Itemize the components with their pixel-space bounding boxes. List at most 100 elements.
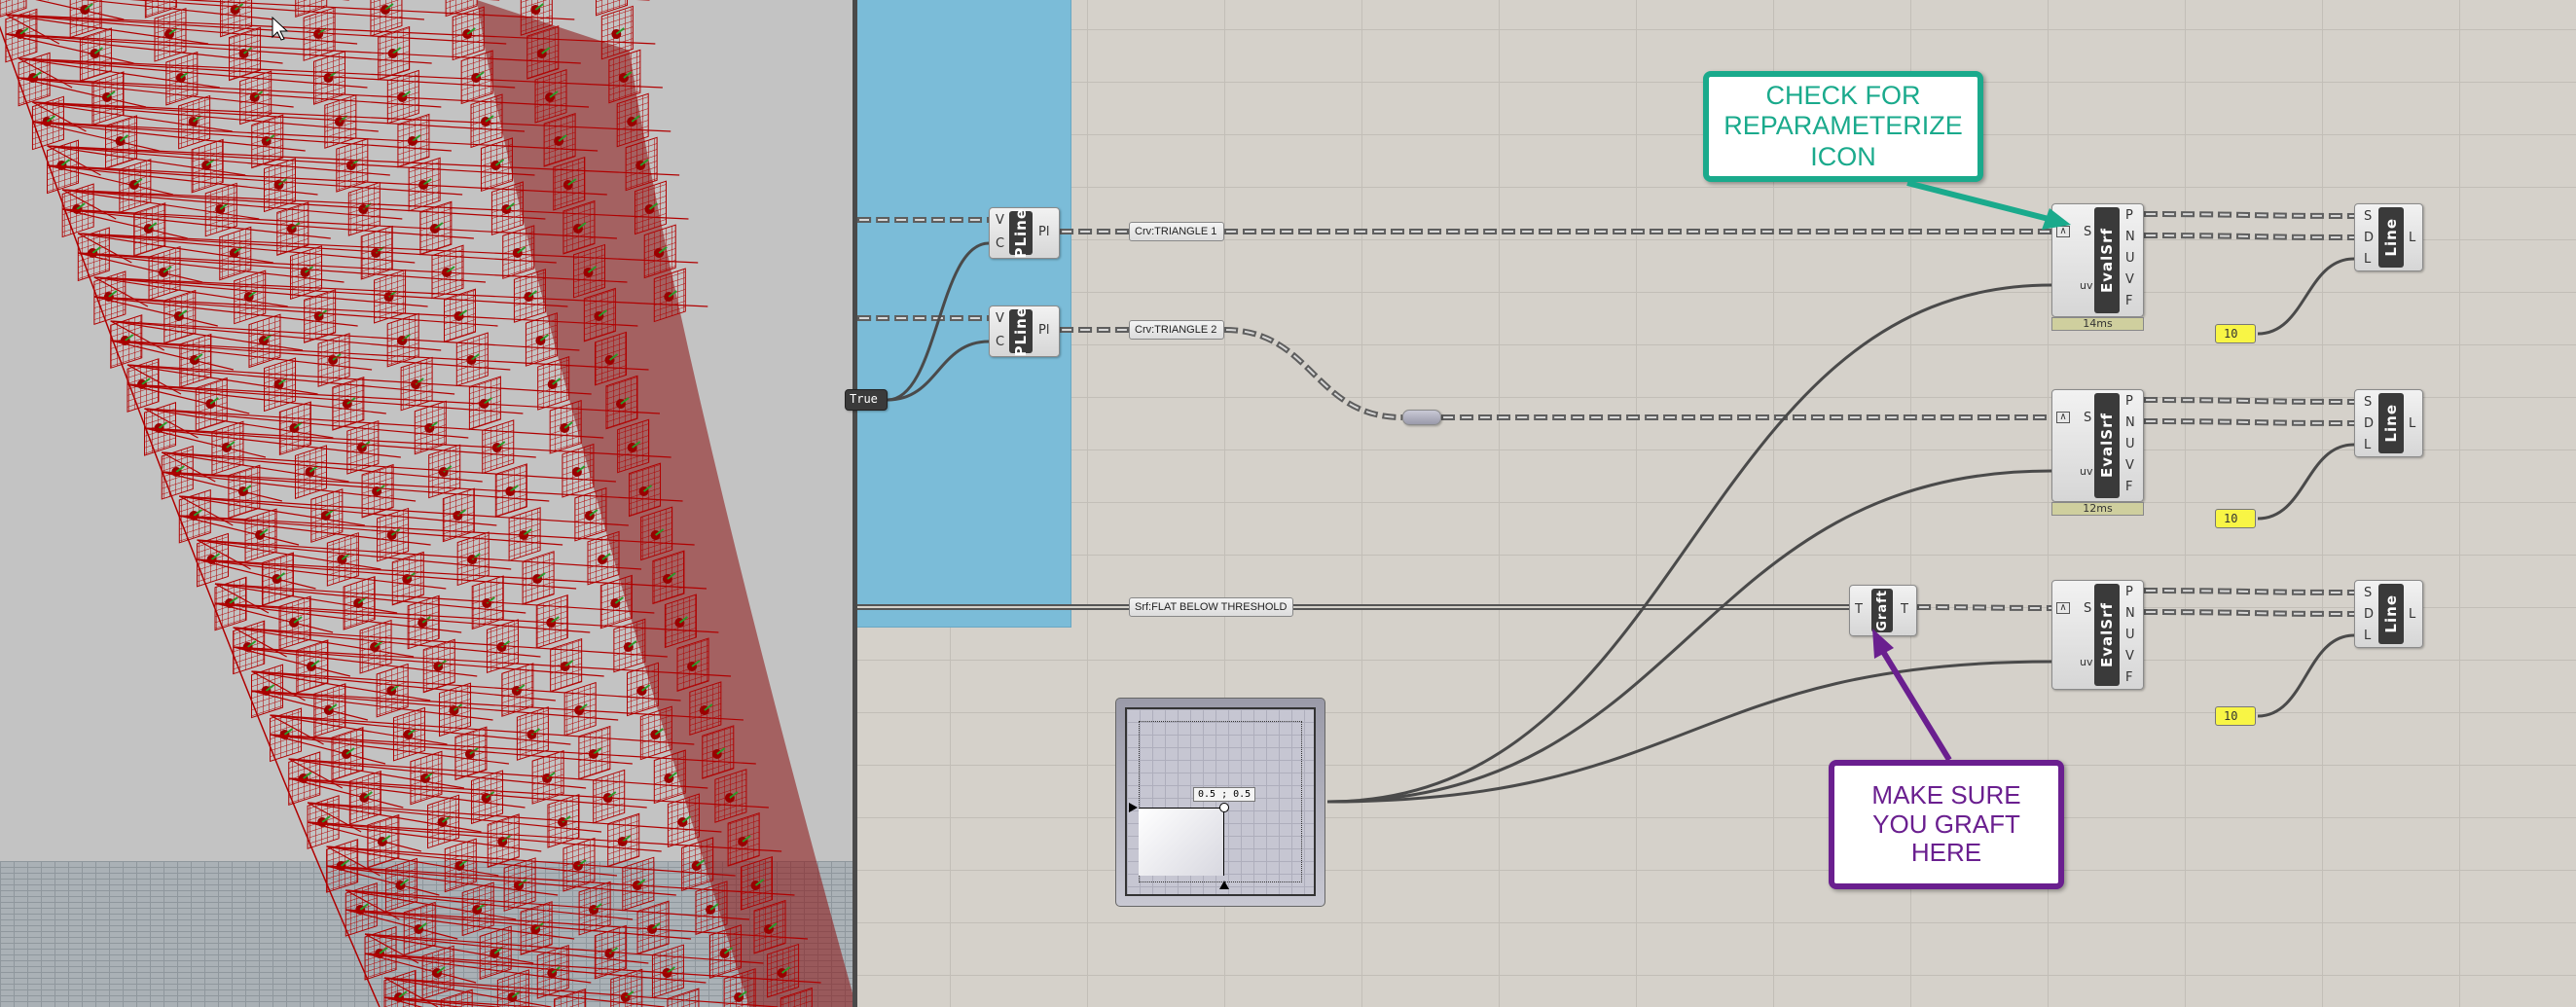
output-l[interactable]: L: [2409, 607, 2416, 622]
output-l[interactable]: L: [2409, 416, 2416, 431]
normal-vector: [229, 596, 238, 604]
normal-vector: [194, 353, 203, 361]
curve-param-triangle-1[interactable]: Crv:TRIANGLE 1: [1129, 222, 1224, 241]
line-component-3[interactable]: S D L Line L: [2354, 580, 2423, 648]
mesh-panel: [554, 988, 587, 1007]
normal-vector: [148, 222, 158, 230]
normal-vector: [345, 747, 355, 755]
evalsrf-component-3[interactable]: ∧ S uv EvalSrf P N U V F: [2051, 580, 2144, 690]
output-p[interactable]: P: [2125, 208, 2133, 223]
input-uv[interactable]: uv: [2080, 656, 2093, 668]
normal-vector: [226, 441, 236, 449]
output-n[interactable]: N: [2125, 606, 2135, 621]
output-n[interactable]: N: [2125, 230, 2135, 244]
input-c[interactable]: C: [996, 236, 1005, 251]
input-c[interactable]: C: [996, 335, 1005, 349]
normal-vector: [577, 222, 587, 230]
frame-line: [251, 690, 368, 721]
normal-vector: [678, 616, 689, 624]
normal-vector: [193, 509, 202, 517]
input-t[interactable]: T: [1855, 602, 1863, 617]
output-p[interactable]: P: [2125, 585, 2133, 599]
output-f[interactable]: F: [2125, 294, 2133, 308]
frame-line: [47, 145, 535, 176]
frame-line: [251, 670, 681, 701]
output-l[interactable]: L: [2409, 231, 2416, 245]
rhino-viewport[interactable]: [0, 0, 853, 1007]
output-u[interactable]: U: [2125, 628, 2135, 642]
input-uv[interactable]: uv: [2080, 465, 2093, 478]
output-pl[interactable]: Pl: [1038, 323, 1050, 338]
input-d[interactable]: D: [2364, 416, 2375, 431]
pane-splitter[interactable]: [853, 0, 857, 1007]
output-pl[interactable]: Pl: [1038, 225, 1050, 239]
output-t[interactable]: T: [1901, 602, 1908, 617]
md-slider-field[interactable]: 0.5 ; 0.5: [1125, 707, 1316, 896]
output-v[interactable]: V: [2125, 272, 2134, 287]
output-v[interactable]: V: [2125, 649, 2134, 664]
reparameterize-icon[interactable]: ∧: [2056, 602, 2070, 614]
component-nickname: EvalSrf: [2094, 584, 2120, 686]
input-l[interactable]: L: [2364, 252, 2372, 267]
output-v[interactable]: V: [2125, 458, 2134, 473]
surface-param-flat[interactable]: Srf:FLAT BELOW THRESHOLD: [1129, 597, 1293, 617]
output-f[interactable]: F: [2125, 480, 2133, 494]
evalsrf-component-2[interactable]: ∧ S uv EvalSrf P N U V F: [2051, 389, 2144, 502]
input-l[interactable]: L: [2364, 629, 2372, 643]
input-uv[interactable]: uv: [2080, 279, 2093, 292]
curve-param-triangle-2[interactable]: Crv:TRIANGLE 2: [1129, 320, 1224, 340]
line-component-1[interactable]: S D L Line L: [2354, 203, 2423, 271]
number-panel-2[interactable]: 10: [2215, 509, 2256, 528]
input-s[interactable]: S: [2364, 586, 2373, 600]
boolean-toggle[interactable]: True: [845, 389, 888, 411]
normal-vector: [379, 947, 388, 954]
input-v[interactable]: V: [996, 213, 1004, 228]
pline-component-1[interactable]: V C PLine Pl: [989, 207, 1060, 259]
input-d[interactable]: D: [2364, 607, 2375, 622]
number-panel-3[interactable]: 10: [2215, 706, 2256, 726]
relay-node[interactable]: [1402, 410, 1441, 425]
output-u[interactable]: U: [2125, 437, 2135, 451]
normal-vector: [593, 747, 602, 755]
normal-vector: [667, 572, 676, 580]
frame-line: [144, 408, 604, 439]
number-panel-1[interactable]: 10: [2215, 324, 2256, 343]
input-s[interactable]: S: [2084, 601, 2092, 616]
line-component-2[interactable]: S D L Line L: [2354, 389, 2423, 457]
pline-component-2[interactable]: V C PLine Pl: [989, 306, 1060, 357]
component-nickname: EvalSrf: [2094, 207, 2120, 313]
input-s[interactable]: S: [2084, 225, 2092, 239]
output-f[interactable]: F: [2125, 670, 2133, 685]
md-slider-handle[interactable]: [1219, 803, 1229, 812]
normal-vector: [632, 441, 641, 449]
input-s[interactable]: S: [2084, 411, 2092, 425]
input-s[interactable]: S: [2364, 395, 2373, 410]
md-slider[interactable]: 0.5 ; 0.5: [1115, 698, 1325, 907]
frame-line: [110, 320, 442, 351]
frame-line: [110, 340, 234, 371]
frame-line: [197, 539, 642, 570]
graft-component[interactable]: T Graft T: [1849, 585, 1917, 636]
normal-vector: [608, 353, 619, 361]
normal-vector: [539, 334, 550, 342]
frame-line: [383, 977, 779, 1007]
wire-panel-line1: [2257, 257, 2355, 336]
slider-marker-left-icon: [1129, 803, 1138, 812]
frame-line: [233, 646, 351, 677]
reparameterize-icon[interactable]: ∧: [2056, 412, 2070, 423]
mesh-panel: [596, 0, 628, 17]
input-v[interactable]: V: [996, 311, 1004, 326]
normal-vector: [93, 47, 104, 54]
reparameterize-icon[interactable]: ∧: [2056, 226, 2070, 237]
input-l[interactable]: L: [2364, 438, 2372, 452]
frame-line: [214, 583, 655, 614]
input-s[interactable]: S: [2364, 209, 2373, 224]
frame-line: [18, 57, 663, 89]
output-p[interactable]: P: [2125, 394, 2133, 409]
output-n[interactable]: N: [2125, 415, 2135, 430]
output-u[interactable]: U: [2125, 251, 2135, 266]
frame-line: [197, 558, 577, 590]
purple-arrow-icon: [1879, 648, 1952, 762]
input-d[interactable]: D: [2364, 231, 2375, 245]
normal-vector: [210, 553, 221, 560]
